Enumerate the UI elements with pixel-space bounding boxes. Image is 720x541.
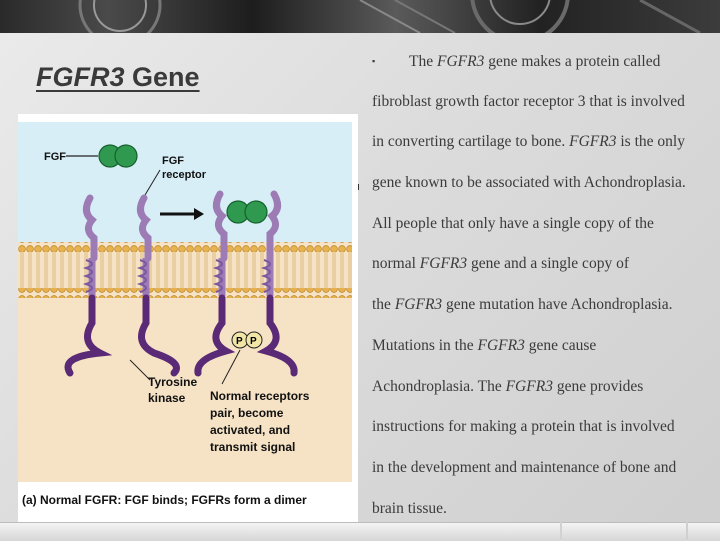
- text-run: gene known to be associated with Achondr…: [372, 174, 686, 192]
- text-run: in converting cartilage to bone.: [372, 133, 570, 151]
- fgfr3-diagram: FGF FGF receptor P P: [18, 114, 358, 522]
- paragraph-line: Achondroplasia. The FGFR3 gene provides: [372, 367, 718, 408]
- phosphate-label: P: [250, 336, 257, 347]
- title-gene-name: FGFR3: [36, 62, 125, 92]
- decorative-header-band: [0, 0, 720, 33]
- gene-name: FGFR3: [419, 255, 468, 273]
- footer-segment: [688, 522, 720, 541]
- text-run: in the development and maintenance of bo…: [372, 458, 677, 476]
- label-receptor-2: receptor: [162, 169, 207, 181]
- paragraph-line: normal FGFR3 gene and a single copy of: [372, 244, 718, 285]
- label-receptor-1: FGF: [162, 155, 184, 167]
- text-run: brain tissue.: [372, 499, 447, 517]
- text-run: gene makes a protein called: [484, 53, 661, 70]
- paragraph-line: instructions for making a protein that i…: [372, 407, 718, 448]
- paragraph-line: in the development and maintenance of bo…: [372, 448, 718, 489]
- paragraph-line: fibroblast growth factor receptor 3 that…: [372, 82, 718, 123]
- header-texture: [78, 0, 701, 33]
- footer-segment: [0, 522, 560, 541]
- title-rest: Gene: [124, 62, 200, 92]
- paragraph-line: the FGFR3 gene mutation have Achondropla…: [372, 285, 718, 326]
- label-kinase-2: kinase: [148, 391, 186, 405]
- gene-name: FGFR3: [477, 336, 525, 354]
- paragraph-line: Mutations in the FGFR3 gene cause: [372, 326, 718, 367]
- text-run: Achondroplasia. The: [372, 377, 506, 395]
- gene-name: FGFR3: [505, 377, 553, 395]
- text-run: gene provides: [552, 377, 644, 395]
- label-kinase-1: Tyrosine: [148, 375, 197, 389]
- gene-name: FGFR3: [436, 53, 485, 70]
- paragraph-line: brain tissue.: [372, 489, 718, 530]
- text-run: gene mutation have Achondroplasia.: [442, 296, 673, 314]
- decorative-footer-band: [0, 522, 720, 541]
- slide-title: FGFR3 Gene: [36, 62, 200, 93]
- bullet-icon: ▪: [372, 56, 376, 66]
- receptor-illustration: FGF FGF receptor P P: [18, 114, 358, 522]
- label-normal-4: transmit signal: [210, 440, 295, 454]
- text-run: gene and a single copy of: [467, 255, 629, 273]
- paragraph-line: ▪ The FGFR3 gene makes a protein called: [372, 41, 718, 82]
- label-normal-2: pair, become: [210, 406, 284, 420]
- paragraph-line: in converting cartilage to bone. FGFR3 i…: [372, 122, 718, 163]
- text-run: The: [409, 53, 437, 70]
- text-run: is the only: [616, 133, 685, 151]
- paragraph-line: gene known to be associated with Achondr…: [372, 163, 718, 204]
- phosphate-label: P: [236, 336, 243, 347]
- frame-tick: [357, 184, 359, 190]
- paragraph-line: All people that only have a single copy …: [372, 204, 718, 245]
- text-run: gene cause: [524, 336, 597, 354]
- text-run: instructions for making a protein that i…: [372, 418, 675, 436]
- text-run: All people that only have a single copy …: [372, 214, 654, 232]
- body-text: ▪ The FGFR3 gene makes a protein called fi…: [372, 41, 718, 529]
- label-normal-3: activated, and: [210, 423, 290, 437]
- text-run: fibroblast growth factor receptor 3 that…: [372, 92, 685, 110]
- gene-name: FGFR3: [394, 296, 443, 314]
- label-normal-1: Normal receptors: [210, 389, 310, 403]
- gene-name: FGFR3: [569, 133, 617, 151]
- text-run: Mutations in the: [372, 336, 478, 354]
- figure-caption: (a) Normal FGFR: FGF binds; FGFRs form a…: [22, 493, 307, 507]
- label-fgf: FGF: [44, 151, 66, 163]
- text-run: normal: [372, 255, 420, 273]
- footer-segment: [562, 522, 686, 541]
- text-run: the: [372, 296, 395, 314]
